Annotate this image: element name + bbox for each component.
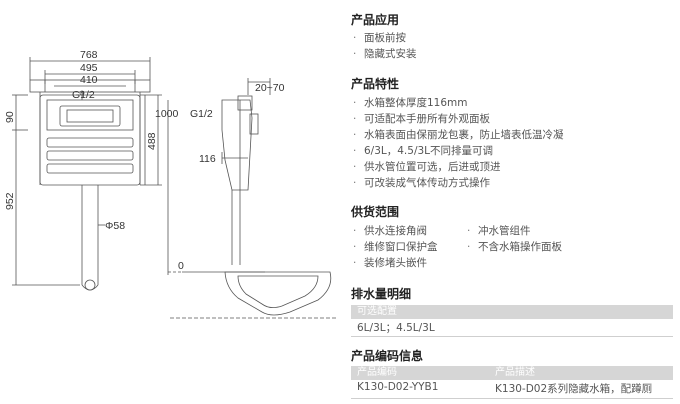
bullet-dot: ·	[353, 129, 357, 141]
bullet-dot: ·	[353, 177, 357, 189]
features-title: 产品特性	[351, 77, 400, 91]
feature-item: ·6/3L，4.5/3L不同排量可调	[353, 145, 494, 157]
supply-item: ·装修堵头嵌件	[353, 257, 427, 269]
feature-item: ·可适配本手册所有外观面板	[353, 113, 490, 125]
discharge-title: 排水量明细	[351, 287, 412, 301]
bullet-dot: ·	[353, 225, 357, 237]
dim-495: 495	[80, 62, 98, 74]
feature-item: ·可改装成气体传动方式操作	[353, 177, 490, 189]
feature-item: ·水箱表面由保丽龙包裹，防止墙表低温冷凝	[353, 129, 564, 141]
supply-item: ·维修窗口保护盒	[353, 241, 438, 253]
supply-item: ·不含水箱操作面板	[467, 241, 562, 253]
divider	[351, 336, 673, 337]
bullet-dot: ·	[353, 257, 357, 269]
dim-phi58: Φ58	[105, 220, 125, 232]
bullet-dot: ·	[353, 161, 357, 173]
product-description: K130-D02系列隐藏水箱，配蹲厕	[495, 383, 653, 395]
code-title: 产品编码信息	[351, 349, 424, 363]
dim-g12-front: G1/2	[72, 89, 95, 101]
bullet-dot: ·	[353, 145, 357, 157]
bullet-dot: ·	[467, 241, 471, 253]
supply-title: 供货范围	[351, 205, 400, 219]
product-code: K130-D02-YYB1	[357, 381, 439, 393]
application-item: ·隐藏式安装	[353, 48, 417, 60]
application-title: 产品应用	[351, 13, 400, 27]
dim-768: 768	[80, 49, 98, 61]
dim-488: 488	[146, 132, 158, 150]
bullet-dot: ·	[467, 225, 471, 237]
application-item: ·面板前按	[353, 32, 406, 44]
code-col-label: 产品编码	[357, 367, 397, 378]
divider	[351, 398, 673, 399]
discharge-value: 6L/3L；4.5L/3L	[357, 322, 435, 334]
bullet-dot: ·	[353, 241, 357, 253]
dim-90: 90	[4, 111, 16, 123]
supply-item: ·供水连接角阀	[353, 225, 427, 237]
bullet-dot: ·	[353, 113, 357, 125]
bullet-dot: ·	[353, 97, 357, 109]
dim-410: 410	[80, 74, 98, 86]
supply-item: ·冲水管组件	[467, 225, 531, 237]
technical-drawing: 768 495 410 G1/2 90 1000 488 952 Φ58 20~…	[4, 49, 338, 319]
bullet-dot: ·	[353, 32, 357, 44]
dim-1000: 1000	[155, 108, 179, 120]
desc-col-label: 产品描述	[495, 367, 535, 378]
dim-20-70: 20~70	[255, 82, 285, 94]
spec-panel: 产品应用 ·面板前按 ·隐藏式安装 产品特性 ·水箱整体厚度116mm ·可适配…	[351, 0, 676, 404]
dim-952: 952	[4, 192, 16, 210]
feature-item: ·供水管位置可选，后进或顶进	[353, 161, 501, 173]
dim-g12-side: G1/2	[190, 108, 213, 120]
discharge-header-label: 可选配置	[357, 306, 397, 317]
bullet-dot: ·	[353, 48, 357, 60]
feature-item: ·水箱整体厚度116mm	[353, 97, 468, 109]
dim-116: 116	[199, 153, 216, 165]
code-table-header: 产品编码 产品描述	[351, 366, 673, 380]
dim-0: 0	[178, 260, 184, 272]
discharge-table-header: 可选配置	[351, 305, 673, 319]
